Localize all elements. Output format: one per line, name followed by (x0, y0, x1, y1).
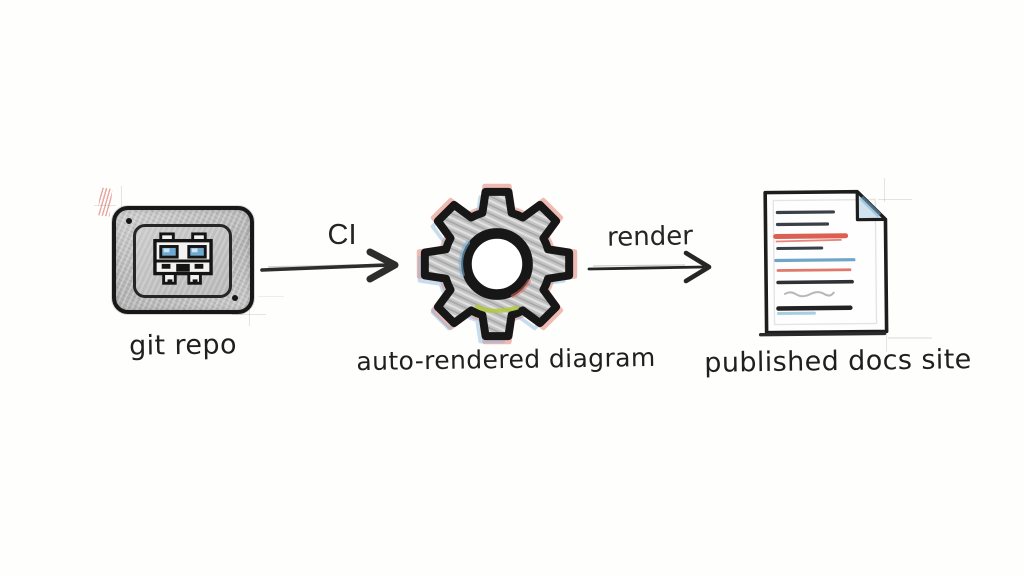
node-label-git-repo: git repo (128, 329, 238, 362)
pencil-guide-line (888, 337, 932, 339)
screw-dot-icon (232, 295, 238, 301)
pencil-guide-line (232, 314, 266, 315)
git-repo-inner-frame (133, 224, 232, 298)
red-pencil-accent (97, 187, 113, 217)
git-repo-icon (112, 206, 254, 314)
pencil-guide-line (886, 334, 887, 352)
gear-icon (416, 183, 578, 345)
node-label-published-docs-site: published docs site (704, 344, 972, 379)
pencil-guide-line (121, 186, 122, 210)
arrow-right-icon (260, 248, 399, 283)
chip-robot-icon (152, 232, 213, 285)
document-icon (758, 189, 889, 337)
pencil-guide-line (878, 199, 912, 200)
pencil-guide-line (94, 205, 116, 206)
edge-label-ci: CI (327, 219, 357, 251)
pencil-guide-line (258, 296, 284, 297)
arrow-right-icon (587, 250, 712, 284)
pencil-guide-line (249, 298, 250, 326)
pencil-guide-line (884, 178, 885, 202)
screw-dot-icon (126, 218, 132, 224)
node-label-auto-rendered-diagram: auto-rendered diagram (356, 342, 656, 377)
